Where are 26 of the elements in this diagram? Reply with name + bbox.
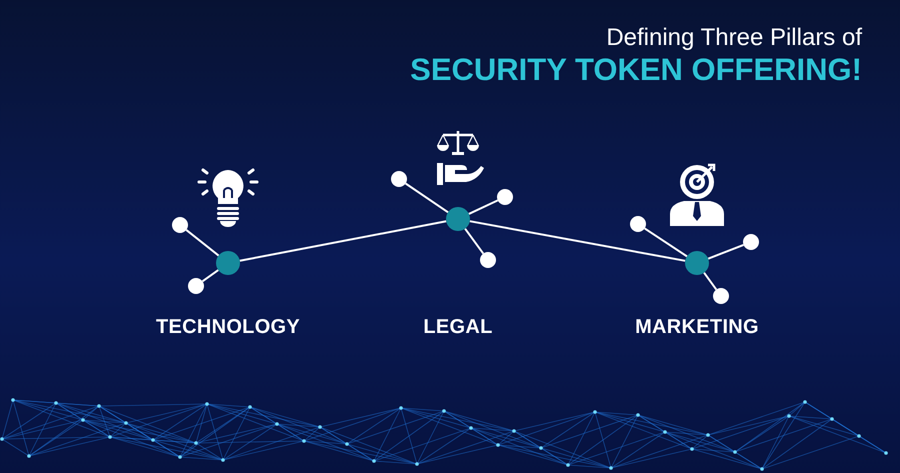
pillar-label: MARKETING [635, 316, 759, 339]
title: Defining Three Pillars of [606, 24, 862, 52]
connector-line [464, 228, 484, 254]
hub-circle [685, 251, 709, 275]
connector-line [708, 244, 744, 260]
network-dot [713, 288, 729, 304]
connector-line [470, 220, 686, 262]
heading-text: SECURITY TOKEN OFFERING! [410, 52, 862, 88]
connector-line [405, 182, 449, 214]
network-dot [480, 252, 496, 268]
connector-line [186, 229, 220, 256]
connector-line [202, 269, 219, 282]
network-dot [497, 189, 513, 205]
network-dot [743, 234, 759, 250]
pillar-label: LEGAL [423, 316, 493, 339]
connector-line [240, 220, 446, 262]
network-dot [172, 217, 188, 233]
connector-line [468, 199, 498, 215]
hub-circle [216, 251, 240, 275]
connector-line [644, 228, 688, 258]
network-dot [630, 216, 646, 232]
network-dot [188, 278, 204, 294]
connector-line [703, 272, 718, 290]
hub-circle [446, 207, 470, 231]
pillar-label: TECHNOLOGY [156, 316, 300, 339]
network-dot [391, 171, 407, 187]
